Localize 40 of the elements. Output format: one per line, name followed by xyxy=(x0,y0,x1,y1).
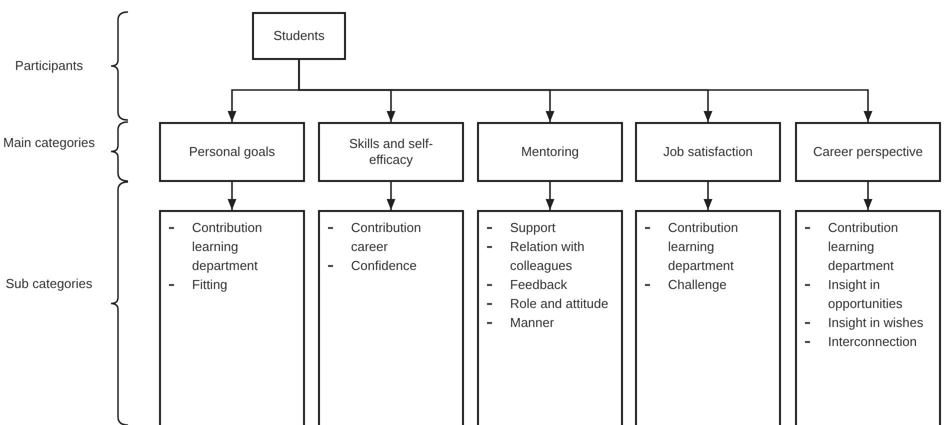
category-box xyxy=(477,122,623,182)
box-label: Personal goals xyxy=(189,144,275,160)
subcategory-box xyxy=(795,210,941,425)
participant-box xyxy=(252,12,346,60)
category-box xyxy=(635,122,781,182)
subcategory-item: Contribution learning department xyxy=(192,219,264,275)
arrow xyxy=(546,182,554,210)
category-box xyxy=(159,122,305,182)
box-label: Mentoring xyxy=(521,144,579,160)
box-label: Skills and self-efficacy xyxy=(348,136,434,168)
arrow xyxy=(704,182,712,210)
tier-label: Main categories xyxy=(2,135,96,152)
box-label: Career perspective xyxy=(813,144,923,160)
subcategory-item: Insight in opportunities xyxy=(828,276,904,313)
arrow xyxy=(386,182,396,210)
subcategory-item: Fitting xyxy=(192,276,228,294)
box-label: Students xyxy=(273,28,325,44)
subcategory-item: Contribution learning department xyxy=(828,219,900,275)
subcategory-item: Manner xyxy=(510,314,554,332)
subcategory-item: Role and attitude xyxy=(510,295,608,313)
subcategory-box xyxy=(635,210,781,425)
subcategory-item: Interconnection xyxy=(828,333,917,351)
subcategory-item: Contribution career xyxy=(351,219,422,256)
subcategory-item: Insight in wishes xyxy=(828,314,924,332)
subcategory-box xyxy=(318,210,464,425)
subcategory-item: Support xyxy=(510,219,556,237)
subcategory-item: Confidence xyxy=(351,257,417,275)
arrow xyxy=(228,182,236,210)
subcategory-item: Contribution learning department xyxy=(668,219,740,275)
category-box xyxy=(318,122,464,182)
subcategory-item: Challenge xyxy=(668,276,727,294)
tier-label: Participants xyxy=(14,58,84,74)
subcategory-box xyxy=(477,210,623,425)
subcategory-box xyxy=(159,210,305,425)
category-box xyxy=(795,122,941,182)
arrow xyxy=(864,182,872,210)
subcategory-item: Relation with colleagues xyxy=(510,238,586,275)
box-label: Job satisfaction xyxy=(663,144,753,160)
subcategory-item: Feedback xyxy=(510,276,568,294)
tier-label: Sub categories xyxy=(4,276,94,292)
